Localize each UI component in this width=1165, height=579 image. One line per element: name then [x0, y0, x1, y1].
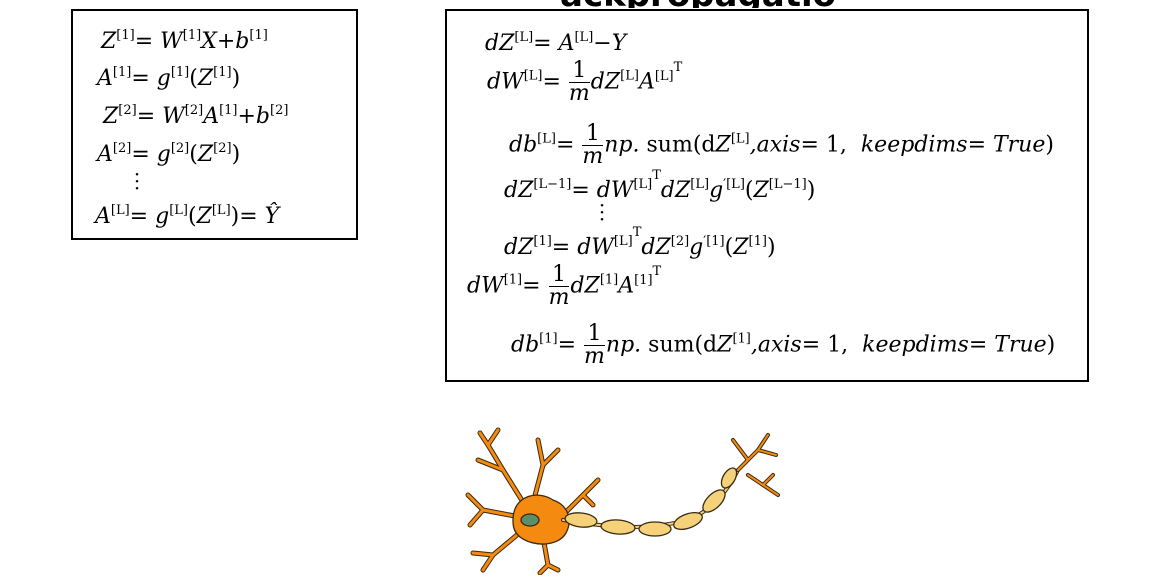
- forward-eq-5: A[L]= g[L](Z[L])= Ŷ: [95, 203, 280, 229]
- forward-eq-2: A[1]= g[1](Z[1]): [97, 65, 241, 91]
- neuron-icon: [465, 427, 780, 576]
- slide-title-text: ackpropagatio: [560, 0, 836, 8]
- slide-title: ackpropagatio: [560, 0, 860, 8]
- backward-vdots: ···: [598, 193, 606, 231]
- forward-vdots: ···: [133, 162, 141, 200]
- backward-eq-1: dZ[L]= A[L]−Y: [485, 30, 627, 56]
- forward-eq-3: Z[2]= W[2]A[1]+b[2]: [103, 103, 289, 129]
- neuron-illustration: [458, 425, 788, 576]
- backward-eq-4: dZ[L−1]= dW[L]TdZ[L]g′[L](Z[L−1]): [504, 168, 816, 203]
- forward-eq-1: Z[1]= W[1]X+b[1]: [101, 28, 268, 54]
- forward-eq-4: A[2]= g[2](Z[2]): [97, 141, 241, 167]
- forward-propagation-box: Z[1]= W[1]X+b[1] A[1]= g[1](Z[1]) Z[2]= …: [71, 9, 358, 240]
- backward-eq-5: dZ[1]= dW[L]TdZ[2]g′[1](Z[1]): [504, 225, 776, 260]
